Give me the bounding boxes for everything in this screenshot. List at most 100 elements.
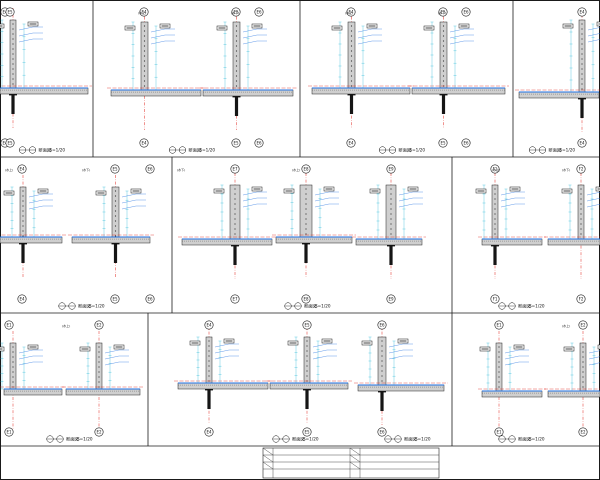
steel-flange — [491, 245, 499, 247]
rebar-dot — [12, 361, 14, 363]
side-label: (水上) — [345, 10, 353, 15]
grid-bubble-label: E9 — [388, 296, 394, 301]
rebar-dot — [581, 73, 583, 75]
concrete-wall — [111, 186, 120, 242]
grid-bubble-label: E4 — [206, 429, 212, 434]
grid-bubble-label: E1 — [6, 322, 12, 327]
leader-line — [214, 349, 230, 354]
rebar-dot — [98, 376, 100, 378]
grid-bubble-label: F2 — [579, 296, 584, 301]
rebar-dot — [350, 85, 353, 87]
rebar-dot — [442, 65, 445, 67]
section-scale: S=1/20 — [303, 437, 319, 442]
concrete-slab — [177, 382, 269, 390]
rebar-dot — [581, 28, 583, 30]
grid-bubble-label: E1 — [6, 429, 12, 434]
steel-flange — [231, 245, 239, 247]
rebar-dot — [98, 346, 100, 348]
leader-line — [121, 193, 137, 198]
rebar-dot — [581, 83, 583, 85]
grid-bubble — [386, 294, 396, 304]
rebar-dot — [582, 386, 584, 388]
section-title: 断面図 — [78, 303, 91, 310]
section-title: 断面図 — [399, 147, 412, 154]
rebar-dot — [235, 25, 238, 27]
rebar-dot — [305, 188, 307, 190]
grid-bubble — [204, 320, 214, 330]
section-scale: S=1/20 — [410, 148, 426, 153]
rebar-dot — [208, 345, 210, 347]
rebar-dot — [12, 68, 14, 70]
side-label: (水上) — [62, 323, 70, 328]
rebar-dot — [494, 223, 496, 225]
steel-flange — [303, 389, 311, 391]
grid-bubble — [230, 294, 240, 304]
section-scale: S=1/20 — [77, 437, 93, 442]
rebar-dot — [143, 30, 146, 32]
leader-line — [588, 356, 600, 360]
rebar-dot — [98, 371, 100, 373]
grid-bubble — [578, 320, 588, 330]
steel-flange — [19, 243, 27, 245]
grid-bubble — [5, 7, 15, 17]
rebar-dot — [442, 35, 445, 37]
rebar-dot — [390, 228, 392, 230]
grid-bubble — [377, 427, 387, 437]
grid-bubble — [302, 427, 312, 437]
grid-bubble — [254, 138, 264, 148]
rebar-dot — [143, 75, 146, 77]
grid-bubble — [386, 164, 396, 174]
grid-bubble-label: E4 — [2, 9, 8, 14]
rebar-dot — [442, 70, 445, 72]
steel-column — [349, 94, 354, 114]
rebar-dot — [350, 55, 353, 57]
grid-bubble-label: F1 — [493, 296, 498, 301]
rebar-dot — [580, 188, 582, 190]
rebar-dot — [381, 365, 383, 367]
grid-bubble — [204, 427, 214, 437]
rebar-dot — [235, 35, 238, 37]
leader-line — [449, 28, 465, 33]
rebar-dot — [581, 78, 583, 80]
steel-flange — [578, 98, 586, 100]
rebar-dot — [12, 78, 14, 80]
side-label: (水上) — [492, 167, 500, 172]
side-label: (水下) — [231, 10, 239, 15]
rebar-dot — [235, 75, 238, 77]
grid-bubble — [4, 427, 14, 437]
steel-column — [233, 245, 237, 265]
rebar-dot — [381, 380, 383, 382]
rebar-dot — [350, 50, 353, 52]
rebar-dot — [350, 35, 353, 37]
rebar-dot — [442, 50, 445, 52]
leader-line — [314, 197, 330, 202]
grid-bubble — [230, 164, 240, 174]
section-title: 断面図 — [404, 436, 417, 443]
rebar-dot — [12, 63, 14, 65]
rebar-dot — [305, 193, 307, 195]
grid-bubble — [576, 164, 586, 174]
rebar-dot — [114, 195, 117, 197]
rebar-dot — [390, 188, 392, 190]
rebar-dot — [498, 366, 500, 368]
grid-bubble — [5, 138, 15, 148]
grid-bubble-label: E5 — [233, 140, 239, 145]
rebar-dot — [305, 223, 307, 225]
grid-bubble — [377, 320, 387, 330]
note-tag — [597, 344, 600, 350]
rebar-dot — [494, 198, 496, 200]
grid-bubble-label: E2 — [580, 322, 586, 327]
leader-line — [588, 362, 600, 366]
grid-bubble — [94, 320, 104, 330]
grid-bubble-label: E6 — [147, 296, 153, 301]
leader-line — [121, 199, 137, 204]
grid-bubble — [438, 7, 448, 17]
rebar-dot — [390, 203, 392, 205]
rebar-dot — [582, 361, 584, 363]
rebar-dot — [498, 361, 500, 363]
rebar-dot — [98, 361, 100, 363]
rebar-dot — [235, 40, 238, 42]
rebar-dot — [22, 195, 24, 197]
steel-flange — [439, 94, 448, 96]
